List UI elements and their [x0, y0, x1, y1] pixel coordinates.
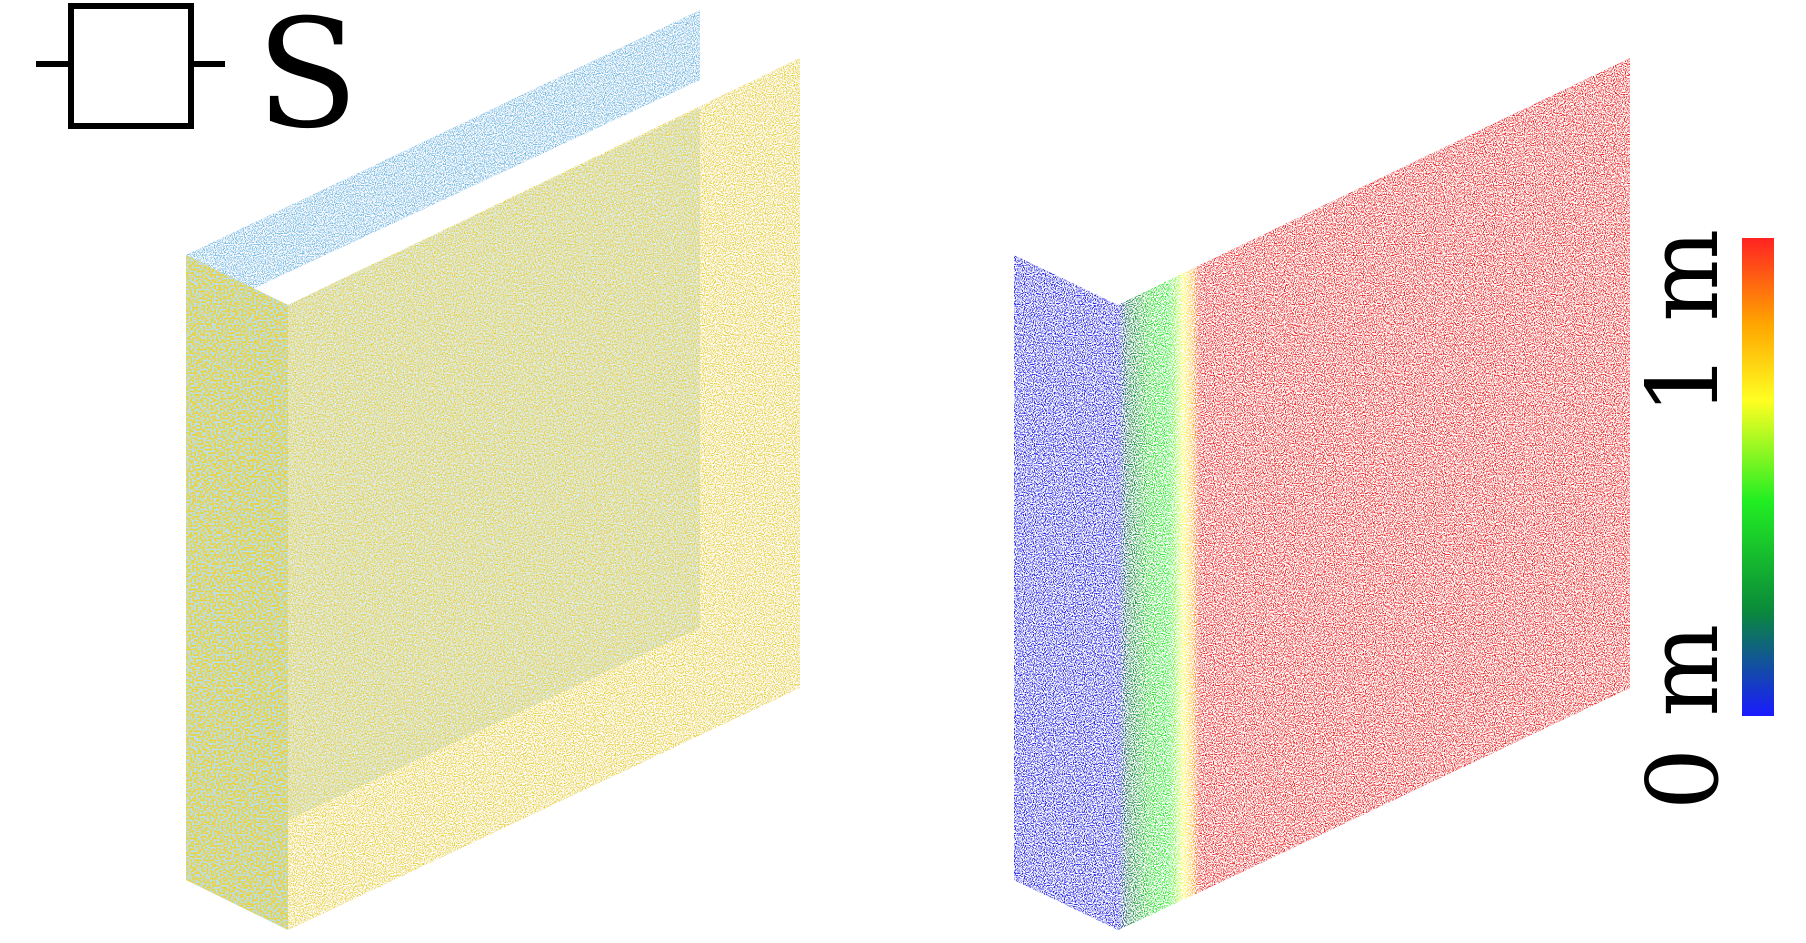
left-side-face — [186, 255, 288, 930]
colorbar-max-label: 1 m — [1627, 229, 1741, 415]
blue-plane-overlap — [288, 108, 700, 820]
colorbar-gradient — [1742, 238, 1774, 716]
right-point-cloud — [1014, 58, 1630, 930]
colorbar-min-label: 0 m — [1627, 624, 1741, 810]
heat-gradient-strip — [1118, 265, 1200, 930]
heat-blue-face — [1014, 255, 1118, 930]
legend: S — [36, 0, 359, 162]
left-point-cloud — [186, 10, 800, 930]
square-with-line-icon — [36, 3, 225, 129]
blue-plane-top — [186, 10, 700, 320]
heat-red-face — [1200, 58, 1630, 892]
legend-label: S — [256, 0, 359, 162]
colorbar: 1 m 0 m — [1627, 229, 1774, 810]
